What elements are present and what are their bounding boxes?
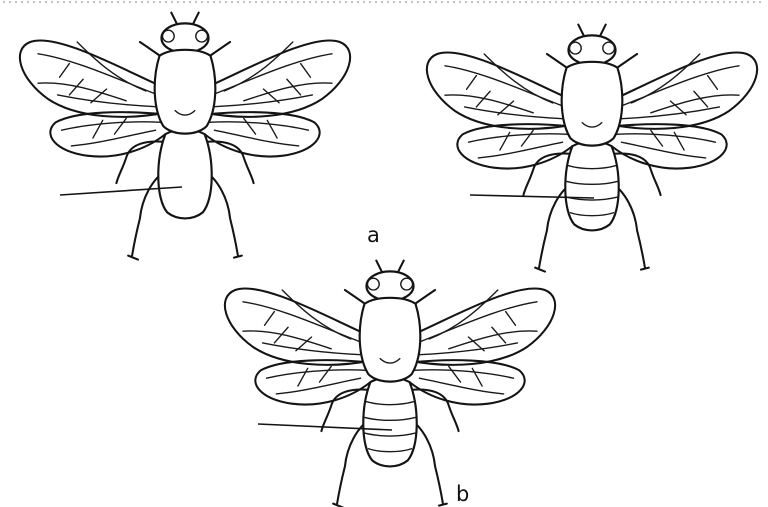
abdomen-segmented [363,378,416,467]
wings-right [610,52,757,168]
head-thorax [360,261,421,382]
top-border-dots [3,1,761,3]
insect-top-left [20,13,350,260]
head-thorax [562,25,623,146]
head-thorax [155,13,216,134]
wings-left [427,52,574,168]
insect-top-right [427,25,757,272]
wings-left [20,40,167,156]
insect-bottom [225,261,555,507]
panel-label-a: a [367,223,380,247]
wings-right [408,288,555,404]
abdomen-plain [158,130,211,219]
abdomen-segmented [565,142,618,231]
wings-right [203,40,350,156]
wings-left [225,288,372,404]
panel-label-b: b [456,482,469,506]
